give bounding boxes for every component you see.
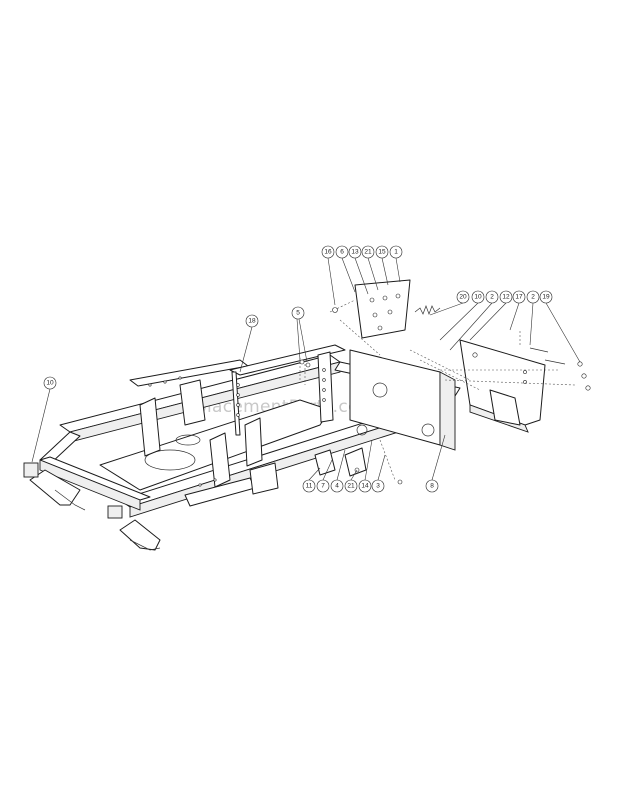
callout-10-rear: 10 xyxy=(471,290,485,304)
svg-text:10: 10 xyxy=(46,380,54,387)
callout-15: 15 xyxy=(375,245,389,259)
callout-4: 4 xyxy=(330,479,344,493)
svg-text:5: 5 xyxy=(296,310,300,317)
callout-20: 20 xyxy=(456,290,470,304)
callout-11: 11 xyxy=(302,479,316,493)
svg-text:7: 7 xyxy=(321,483,325,490)
svg-text:20: 20 xyxy=(459,294,467,301)
callout-1: 1 xyxy=(389,245,403,259)
frame-holes xyxy=(148,368,326,487)
svg-text:17: 17 xyxy=(515,294,523,301)
callout-5: 5 xyxy=(291,306,305,320)
svg-text:18: 18 xyxy=(248,318,256,325)
assembly-lines xyxy=(299,299,576,481)
svg-text:14: 14 xyxy=(361,483,369,490)
svg-text:13: 13 xyxy=(351,249,359,256)
svg-text:11: 11 xyxy=(306,483,313,490)
svg-text:3: 3 xyxy=(376,483,380,490)
chassis-frame xyxy=(23,279,546,551)
svg-text:2: 2 xyxy=(490,294,494,301)
callout-17: 17 xyxy=(512,290,526,304)
svg-text:8: 8 xyxy=(430,483,434,490)
svg-text:12: 12 xyxy=(502,294,510,301)
svg-text:15: 15 xyxy=(378,249,386,256)
svg-text:16: 16 xyxy=(324,249,332,256)
callout-18: 18 xyxy=(245,314,259,328)
callout-8: 8 xyxy=(425,479,439,493)
callout-3: 3 xyxy=(371,479,385,493)
callout-7: 7 xyxy=(316,479,330,493)
svg-text:21: 21 xyxy=(347,483,355,490)
callout-16: 16 xyxy=(321,245,335,259)
svg-text:2: 2 xyxy=(531,294,535,301)
callout-12: 12 xyxy=(499,290,513,304)
callout-21-top: 21 xyxy=(361,245,375,259)
svg-text:19: 19 xyxy=(542,294,550,301)
callout-13: 13 xyxy=(348,245,362,259)
callout-6: 6 xyxy=(335,245,349,259)
callout-10-front: 10 xyxy=(43,376,57,390)
callout-19: 19 xyxy=(539,290,553,304)
svg-text:21: 21 xyxy=(364,249,372,256)
svg-text:1: 1 xyxy=(394,249,398,256)
svg-text:4: 4 xyxy=(335,483,339,490)
callout-2-b: 2 xyxy=(526,290,540,304)
svg-text:10: 10 xyxy=(474,294,482,301)
callout-2-a: 2 xyxy=(485,290,499,304)
svg-text:6: 6 xyxy=(340,249,344,256)
callout-21-bottom: 21 xyxy=(344,479,358,493)
callouts: 10 18 5 16 6 13 21 15 xyxy=(31,245,581,493)
callout-14: 14 xyxy=(358,479,372,493)
hardware xyxy=(299,307,591,485)
